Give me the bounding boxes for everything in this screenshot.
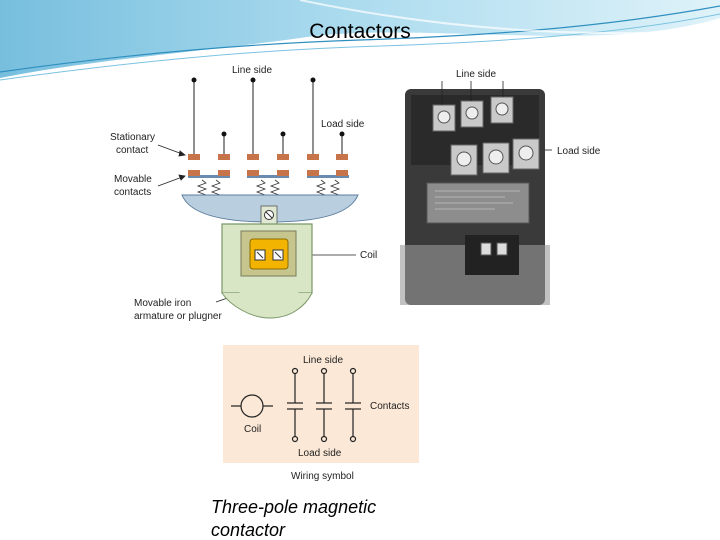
movable-contacts: [188, 170, 349, 178]
wiring-symbol-panel: Line side Contacts Coil Load side Wiring…: [223, 345, 419, 482]
coil-terminals: [480, 242, 508, 256]
photo-load-side-label: Load side: [557, 146, 601, 157]
armature-label-2: armature or plugner: [134, 311, 222, 322]
line-terminals: [432, 96, 514, 132]
stationary-contacts: [188, 154, 348, 160]
slide-caption: Three-pole magnetic contactor: [211, 497, 377, 540]
line-side-label: Line side: [232, 65, 272, 76]
coil-body: [249, 238, 289, 270]
wiring-load-side-label: Load side: [298, 448, 342, 459]
coil-label: Coil: [360, 250, 377, 261]
slide-title: Contactors: [309, 20, 411, 43]
contact-symbols: [287, 373, 361, 437]
stationary-contact-label-2: contact: [116, 145, 148, 156]
movable-contacts-label-2: contacts: [114, 187, 151, 198]
nameplate-text-lines: [435, 190, 520, 210]
terminal-dots: [191, 77, 345, 137]
load-terminals: [450, 138, 540, 176]
armature-label-1: Movable iron: [134, 298, 191, 309]
wiring-symbol-caption: Wiring symbol: [291, 471, 354, 482]
wiring-line-side-label: Line side: [303, 355, 343, 366]
terminal-leads: [193, 80, 343, 154]
load-side-label: Load side: [321, 119, 365, 130]
contactor-photo: Line side Load side: [400, 69, 601, 305]
line-side-leaders: [441, 81, 504, 105]
wiring-coil-label: Coil: [244, 424, 261, 435]
wiring-symbol-background: [223, 345, 419, 463]
movable-contacts-label-1: Movable: [114, 174, 152, 185]
stationary-contact-label-1: Stationary: [110, 132, 155, 143]
contact-terminal-circles: [291, 367, 357, 443]
header-wave-decoration: [0, 0, 720, 81]
contactor-cutaway-diagram: Line side Load side Stationary contact M…: [110, 65, 377, 322]
wiring-contacts-label: Contacts: [370, 401, 409, 412]
photo-line-side-label: Line side: [456, 69, 496, 80]
